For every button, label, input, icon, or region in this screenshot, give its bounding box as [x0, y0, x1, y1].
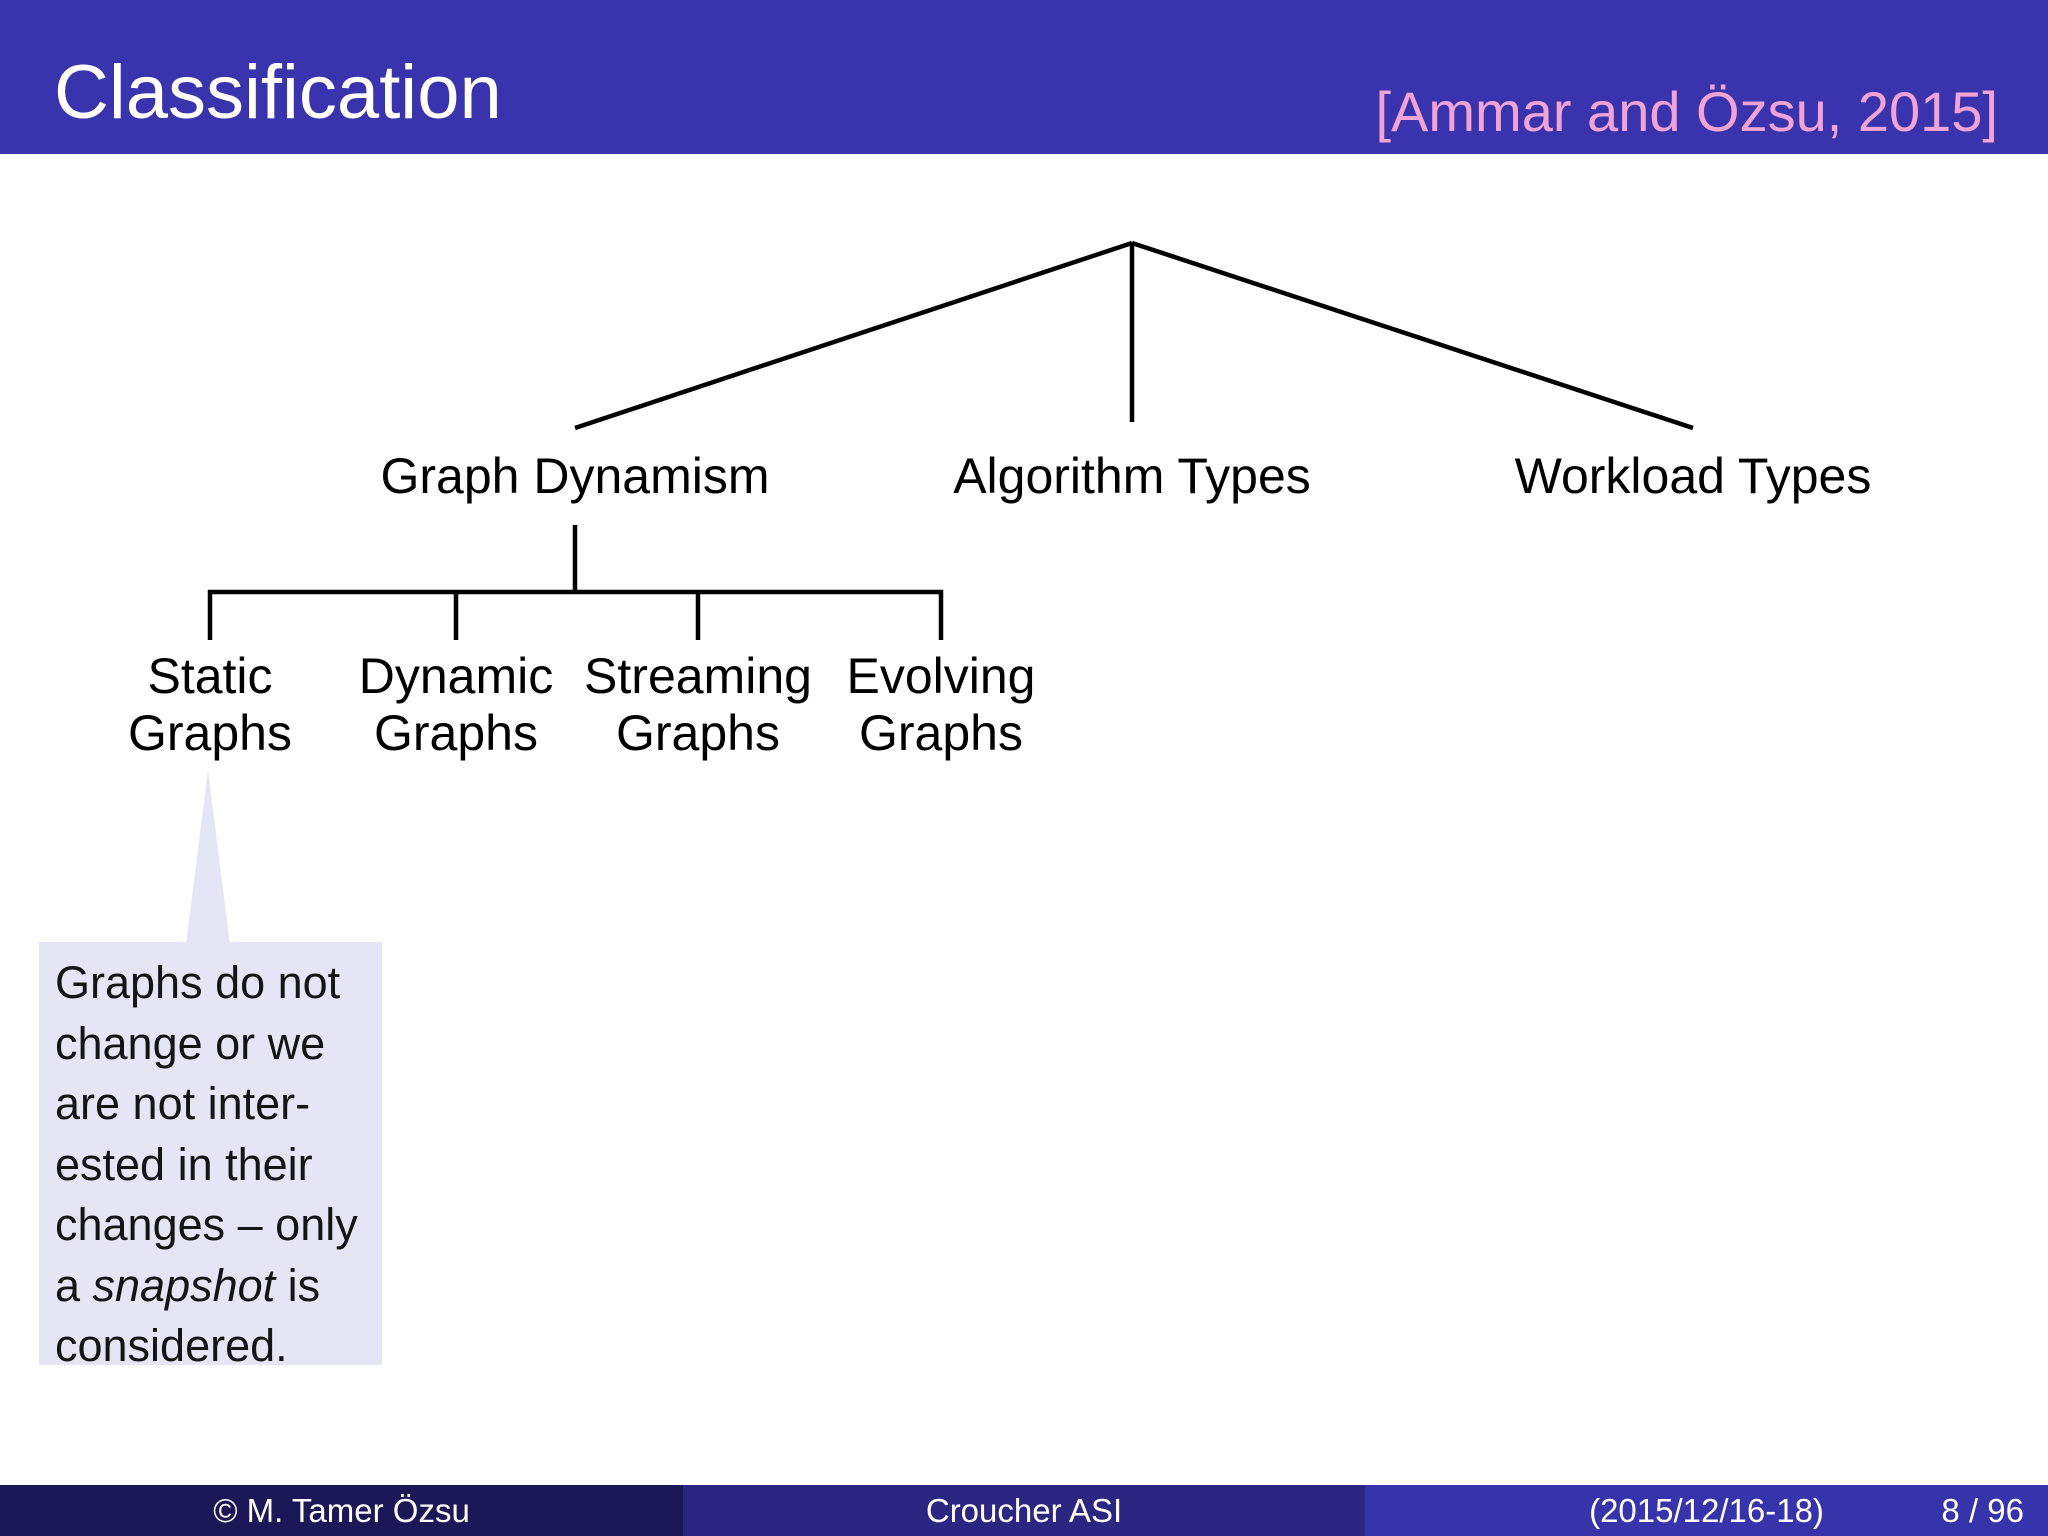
edge-root-workload-types: [1131, 240, 1694, 431]
tree-node-label-line: Dynamic: [358, 648, 554, 704]
callout-line: change or we: [55, 1017, 326, 1069]
callout-line: Graphs do not: [55, 957, 341, 1008]
footer-author: © M. Tamer Özsu: [213, 1491, 470, 1529]
tree-node-streaming-graphs: Streaming Graphs: [584, 648, 812, 762]
tree-node-label-line: Evolving: [846, 648, 1036, 704]
tree-node-label-line: Graphs: [859, 705, 1023, 761]
footer-author-segment: © M. Tamer Özsu: [0, 1485, 683, 1536]
tree-node-graph-dynamism: Graph Dynamism: [380, 448, 770, 504]
callout-tail-triangle: [186, 770, 230, 944]
footer-bar: © M. Tamer Özsu Croucher ASI (2015/12/16…: [0, 1485, 2048, 1536]
footer-event-segment: Croucher ASI: [683, 1485, 1365, 1536]
page-title: Classification: [54, 50, 502, 135]
tree-node-algorithm-types: Algorithm Types: [953, 448, 1311, 504]
callout-static-graphs: Graphs do not change or we are not inter-e…: [39, 942, 382, 1371]
footer-event: Croucher ASI: [925, 1491, 1123, 1529]
title-bar: Classification [Ammar and Özsu, 2015]: [0, 0, 2048, 154]
tree-node-label-line: Streaming: [584, 648, 812, 704]
edge-root-graph-dynamism: [574, 240, 1133, 431]
tree-node-evolving-graphs: Evolving Graphs: [847, 648, 1036, 762]
tree-node-label-line: Graphs: [616, 705, 780, 761]
tree-node-dynamic-graphs: Dynamic Graphs: [359, 648, 553, 762]
tree-node-label-line: Graphs: [374, 705, 538, 761]
callout-line: changes – only: [55, 1199, 358, 1250]
footer-page-number: 8 / 96: [1941, 1491, 2024, 1529]
callout-text: Graphs do not change or we are not inter-e…: [55, 953, 372, 1377]
tree-node-label-line: Graphs: [128, 705, 292, 761]
callout-line: ested in their: [55, 1138, 313, 1190]
tree-node-workload-types: Workload Types: [1514, 448, 1872, 504]
footer-date-segment: (2015/12/16-18) 8 / 96: [1365, 1485, 2048, 1536]
callout-line: are not inter-: [55, 1078, 311, 1129]
footer-date: (2015/12/16-18): [1589, 1491, 1824, 1529]
callout-line: a snapshot is: [55, 1259, 321, 1311]
tree-node-static-graphs: Static Graphs: [128, 648, 292, 762]
callout-line: considered.: [55, 1320, 288, 1371]
citation: [Ammar and Özsu, 2015]: [1375, 80, 1998, 143]
tree-node-label-line: Static: [147, 648, 273, 704]
